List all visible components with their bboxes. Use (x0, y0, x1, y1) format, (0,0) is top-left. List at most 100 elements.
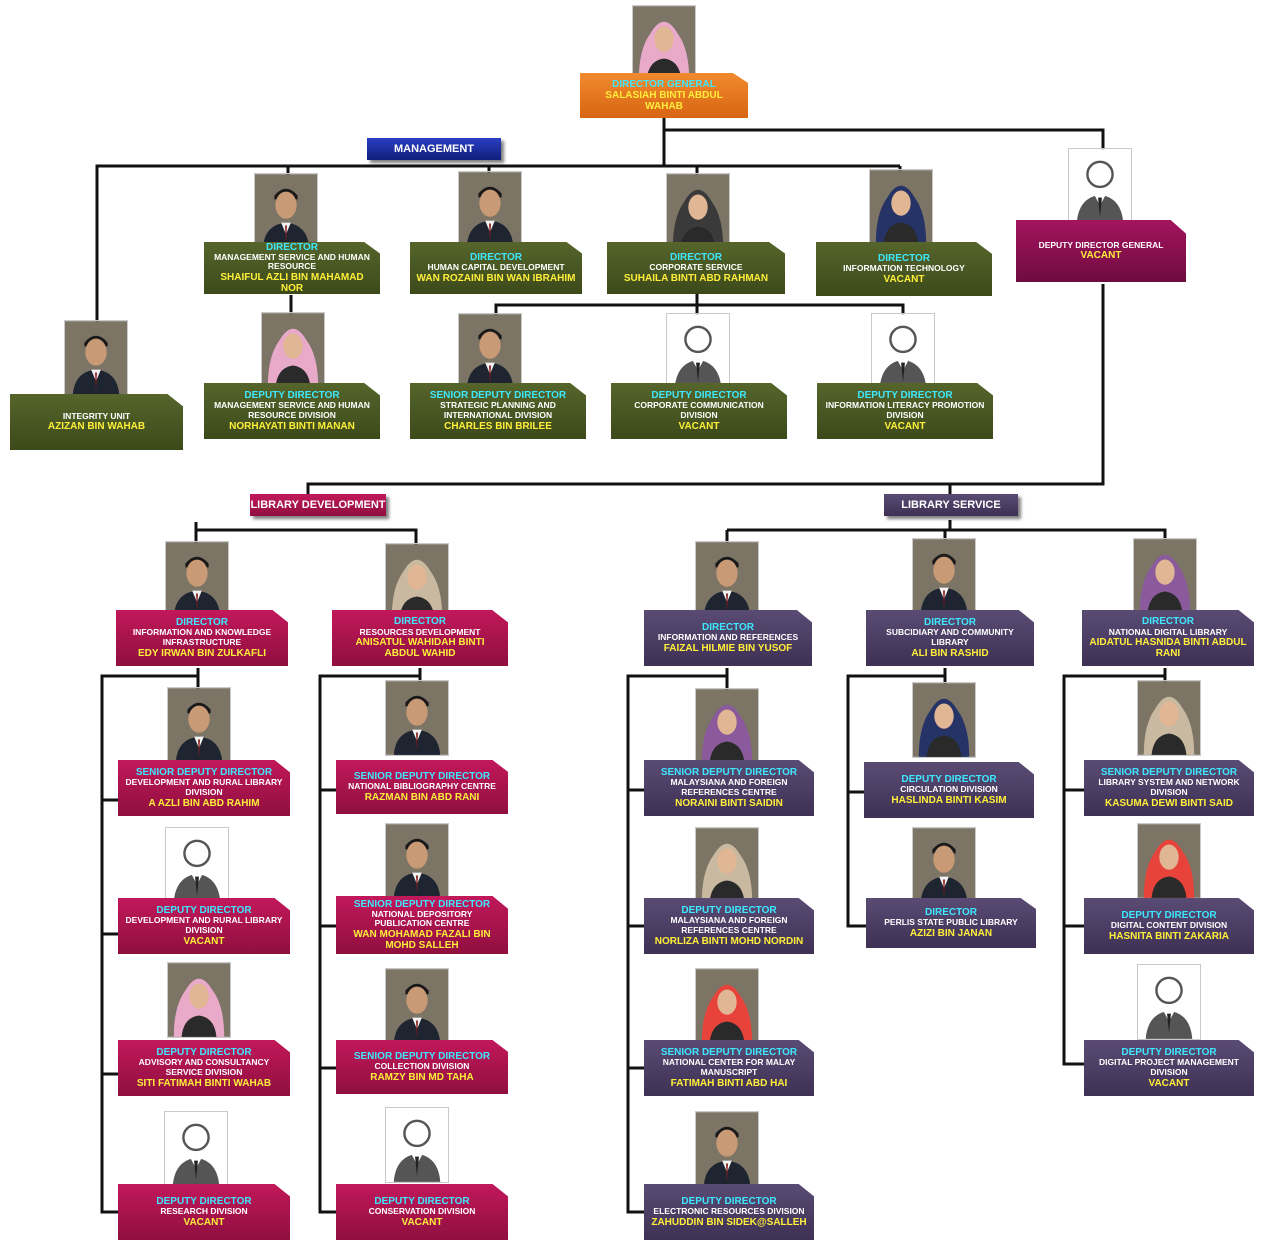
person-name: RAZMAN BIN ABD RANI (364, 791, 480, 803)
avatar (1137, 823, 1201, 899)
person-name: ANISATUL WAHIDAH BINTI ABDUL WAHID (355, 637, 485, 660)
avatar (666, 173, 730, 249)
avatar (385, 823, 449, 899)
avatar (458, 171, 522, 247)
avatar-placeholder-icon (1068, 148, 1132, 224)
avatar (695, 968, 759, 1044)
position-title: SENIOR DEPUTY DIRECTOR (353, 898, 491, 910)
department-name: ADVISORY AND CONSULTANCY SERVICE DIVISIO… (138, 1057, 270, 1077)
department-name: NATIONAL BIBLIOGRAPHY CENTRE (348, 781, 496, 792)
department-name: COLLECTION DIVISION (374, 1061, 470, 1072)
department-name: ELECTRONIC RESOURCES DIVISION (653, 1206, 805, 1217)
department-name: NATIONAL CENTER FOR MALAY MANUSCRIPT (662, 1057, 796, 1077)
person-name: SUHAILA BINTI ABD RAHMAN (623, 272, 769, 284)
department-name: MANAGEMENT SERVICE AND HUMAN RESOURCE DI… (214, 400, 370, 420)
person-name: VACANT (183, 1216, 225, 1228)
position-title: DEPUTY DIRECTOR (901, 774, 997, 786)
department-name: MANAGEMENT SERVICE AND HUMAN RESOURCE (214, 251, 370, 272)
position-title: SENIOR DEPUTY DIRECTOR (660, 1047, 798, 1059)
department-name: DEVELOPMENT AND RURAL LIBRARY DIVISION (125, 777, 283, 797)
position-title: DEPUTY DIRECTOR (681, 1196, 777, 1208)
position-title: DIRECTOR (469, 252, 523, 264)
department-name: SUBCIDIARY AND COMMUNITY LIBRARY (886, 627, 1014, 647)
person-name: VACANT (1148, 1077, 1190, 1089)
person-name: A AZLI BIN ABD RAHIM (148, 797, 260, 809)
department-name: INFORMATION TECHNOLOGY (843, 263, 965, 274)
avatar (167, 962, 231, 1038)
person-name: VACANT (884, 420, 926, 432)
avatar (695, 541, 759, 617)
avatar (167, 687, 231, 763)
person-name: AZIZI BIN JANAN (909, 927, 993, 939)
avatar (385, 543, 449, 619)
person-name: KASUMA DEWI BINTI SAID (1105, 797, 1233, 809)
position-title: SENIOR DEPUTY DIRECTOR (353, 771, 491, 783)
person-name: NORAINI BINTI SAIDIN (675, 797, 783, 809)
section-library-service: LIBRARY SERVICE (884, 494, 1018, 516)
position-title: DIRECTOR (877, 253, 931, 265)
position-title: SENIOR DEPUTY DIRECTOR (660, 767, 798, 779)
person-name: HASNITA BINTI ZAKARIA (1109, 930, 1229, 942)
person-name: SHAIFUL AZLI BIN MAHAMAD NOR (220, 271, 364, 295)
section-library-development: LIBRARY DEVELOPMENT (250, 494, 386, 516)
position-title: DIRECTOR (265, 241, 319, 253)
department-name: MALAYSIANA AND FOREIGN REFERENCES CENTRE (670, 777, 788, 797)
position-title: DIRECTOR (393, 616, 447, 628)
department-name: LIBRARY SYSTEM AND NETWORK DIVISION (1098, 777, 1240, 797)
position-title: DEPUTY DIRECTOR (156, 1047, 252, 1059)
position-title: SENIOR DEPUTY DIRECTOR (135, 767, 273, 779)
avatar (869, 169, 933, 245)
person-name: AZIZAN BIN WAHAB (47, 421, 146, 433)
avatar (458, 313, 522, 389)
avatar (261, 312, 325, 388)
avatar (912, 682, 976, 758)
avatar (385, 968, 449, 1044)
department-name: CONSERVATION DIVISION (368, 1206, 476, 1217)
avatar (695, 1111, 759, 1187)
person-name: VACANT (1080, 250, 1122, 262)
position-title: DIRECTOR (1141, 616, 1195, 628)
section-management: MANAGEMENT (367, 138, 501, 160)
department-name: MALAYSIANA AND FOREIGN REFERENCES CENTRE (670, 915, 788, 935)
department-name: STRATEGIC PLANNING AND INTERNATIONAL DIV… (440, 400, 556, 420)
person-name: FATIMAH BINTI ABD HAI (670, 1077, 788, 1089)
position-title: DIRECTOR (923, 617, 977, 629)
position-title: DEPUTY DIRECTOR (156, 905, 252, 917)
department-name: DEPUTY DIRECTOR GENERAL (1038, 239, 1164, 250)
position-title: DIRECTOR (924, 907, 978, 919)
avatar-placeholder-icon (1137, 964, 1201, 1040)
person-name: CHARLES BIN BRILEE (444, 420, 552, 432)
department-name: CIRCULATION DIVISION (900, 784, 998, 795)
department-name: NATIONAL DEPOSITORY PUBLICATION CENTRE (371, 908, 473, 929)
person-name: AIDATUL HASNIDA BINTI ABDUL RANI (1089, 637, 1247, 660)
person-name: EDY IRWAN BIN ZULKAFLI (138, 647, 266, 659)
position-title: DIRECTOR (669, 252, 723, 264)
department-name: DIGITAL PROJECT MANAGEMENT DIVISION (1099, 1057, 1239, 1077)
department-name: INFORMATION AND REFERENCES (657, 632, 799, 643)
position-title: DEPUTY DIRECTOR (857, 390, 953, 402)
position-title: DEPUTY DIRECTOR (244, 390, 340, 402)
avatar (695, 827, 759, 903)
